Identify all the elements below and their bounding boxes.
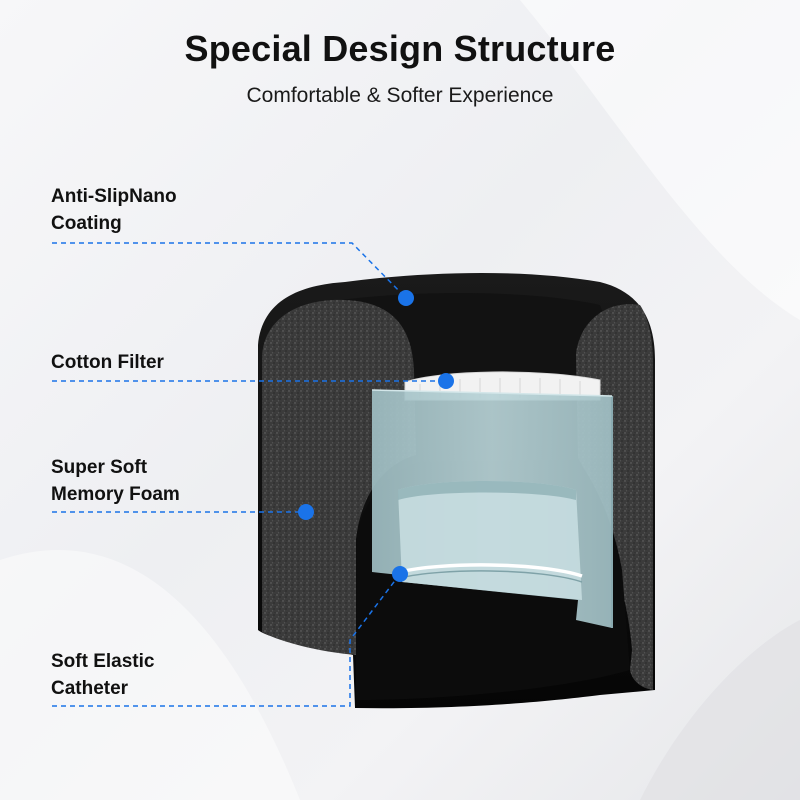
callout-dot-filter [438,373,454,389]
callout-label-catheter: Soft Elastic Catheter [51,648,154,702]
callout-label-line: Super Soft [51,454,180,481]
callout-label-line: Memory Foam [51,481,180,508]
callout-label-foam: Super Soft Memory Foam [51,454,180,508]
callout-dot-coating [398,290,414,306]
callout-label-line: Cotton Filter [51,349,164,376]
callout-label-line: Catheter [51,675,154,702]
callout-label-line: Soft Elastic [51,648,154,675]
callout-label-line: Anti-SlipNano [51,183,177,210]
callout-dot-foam [298,504,314,520]
callout-label-coating: Anti-SlipNano Coating [51,183,177,237]
callout-dot-catheter [392,566,408,582]
callout-label-line: Coating [51,210,177,237]
callout-label-filter: Cotton Filter [51,349,164,376]
